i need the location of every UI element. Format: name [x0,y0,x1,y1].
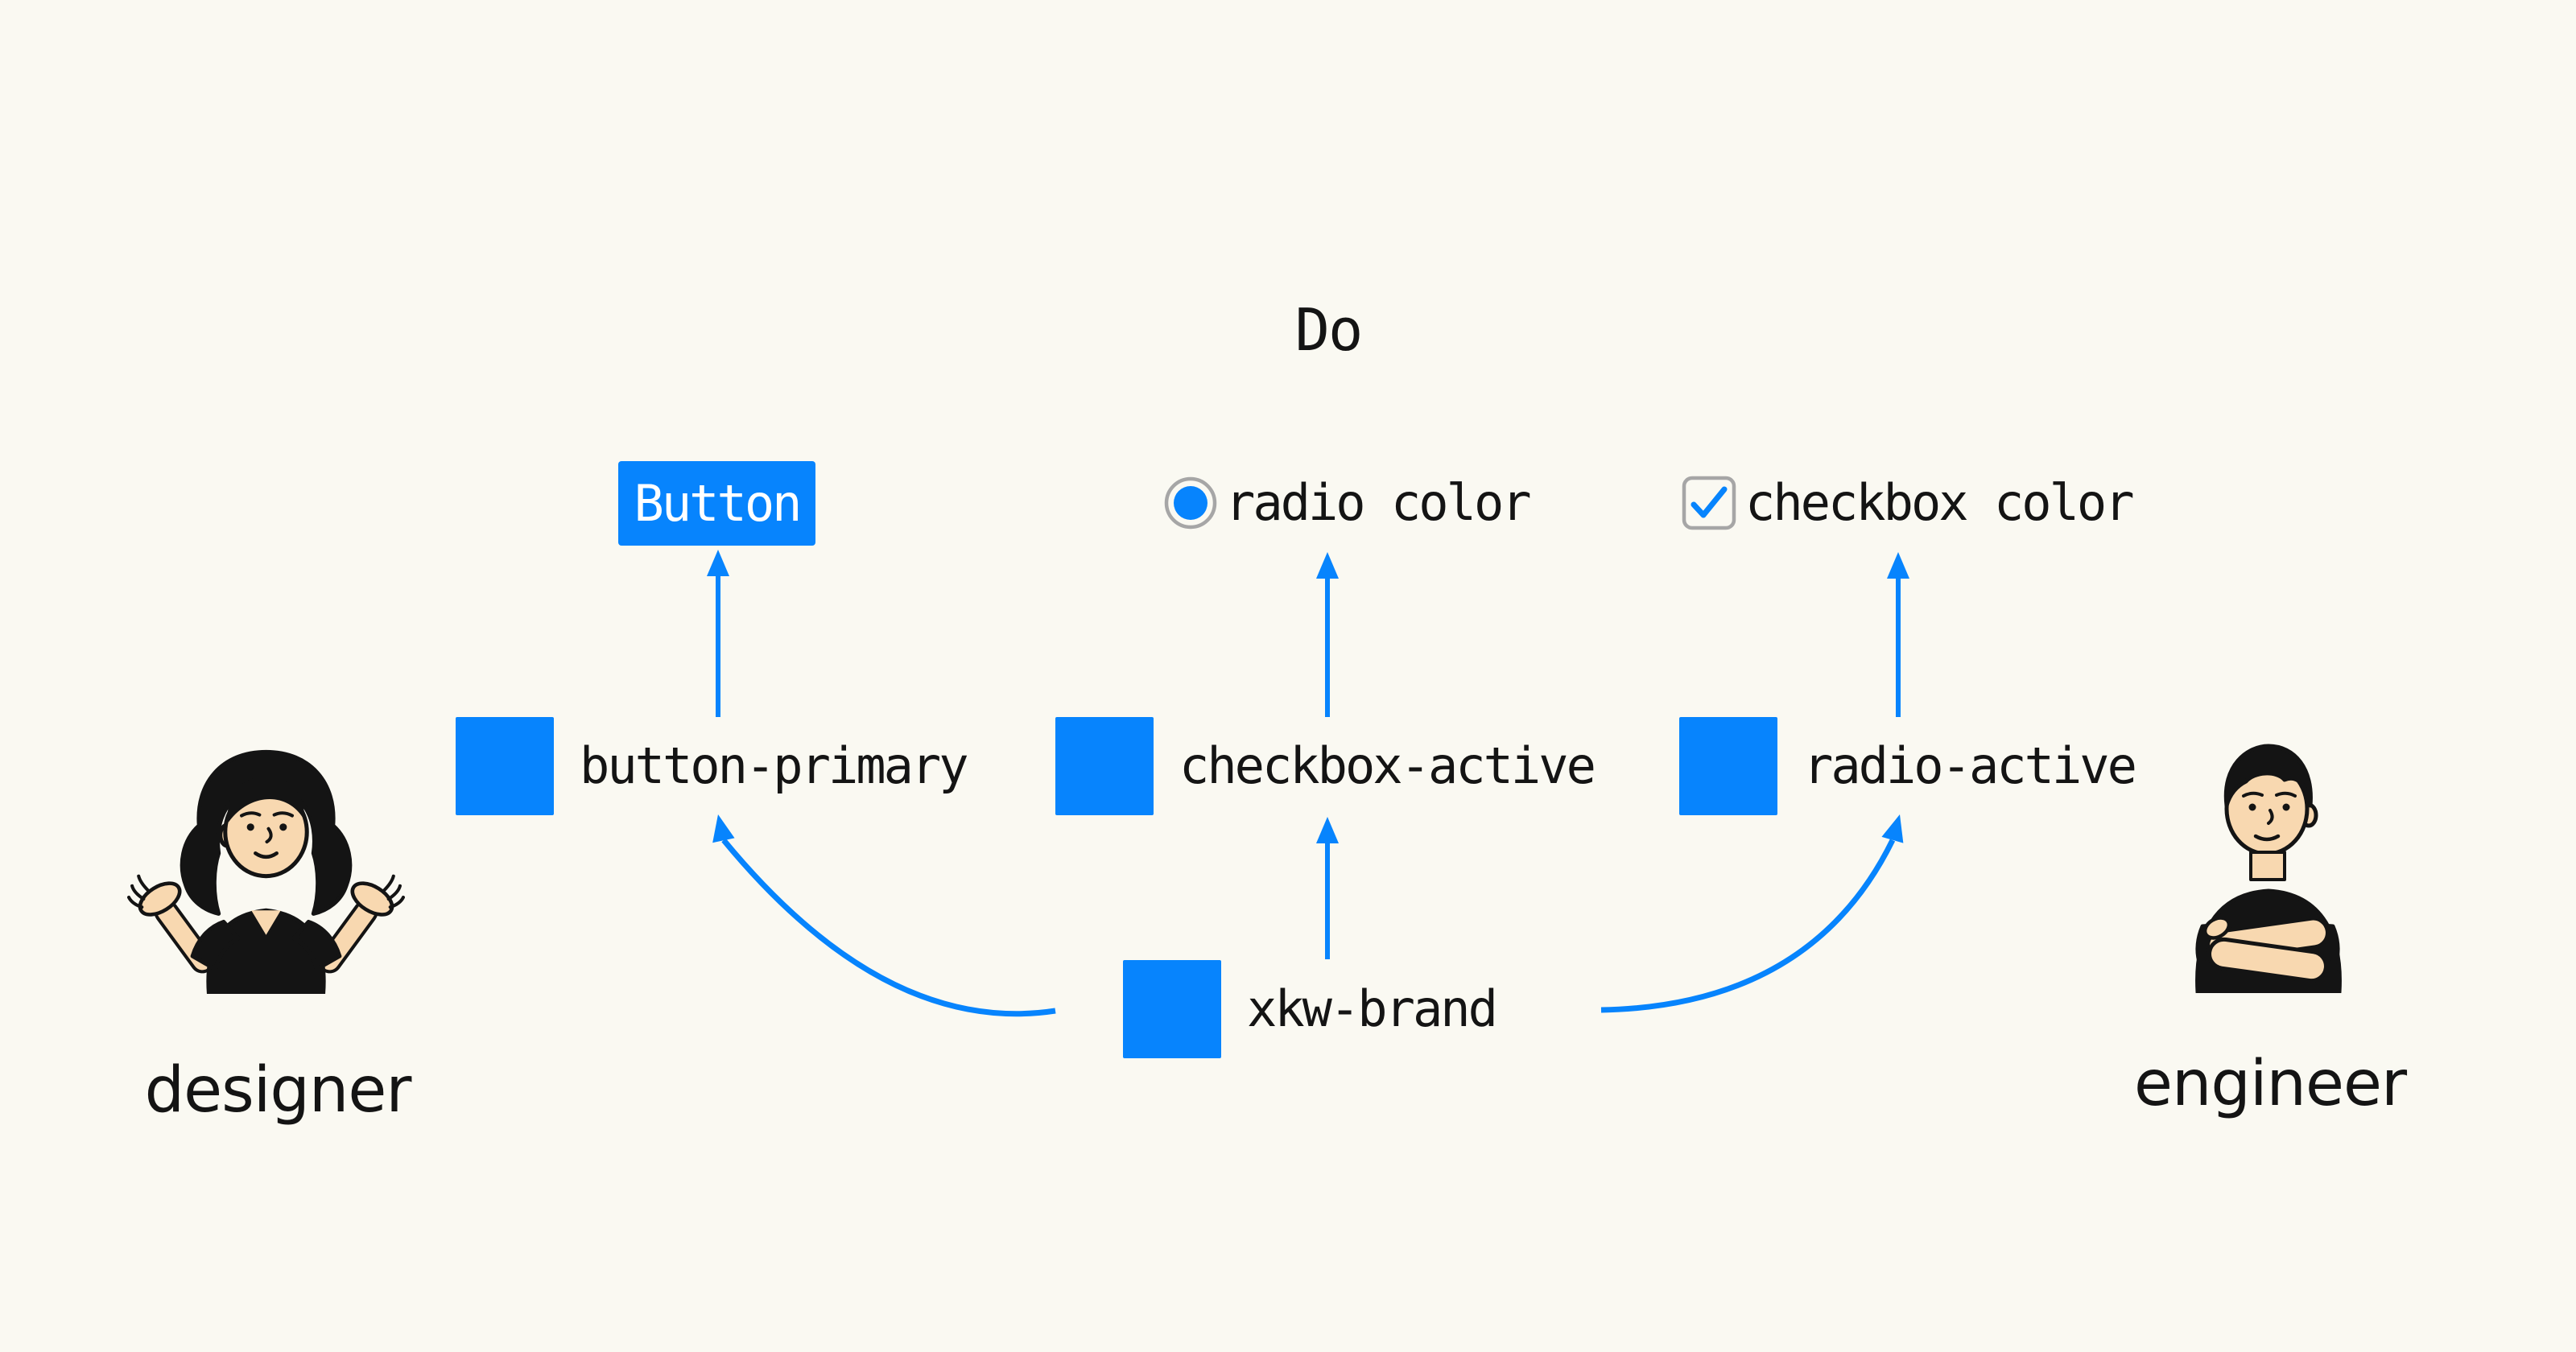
token-button-primary: button-primary [456,717,969,815]
checkbox-demo-label: checkbox color [1745,473,2135,532]
token-label-checkbox-active: checkbox-active [1179,736,1596,795]
radio-demo-label: radio color [1225,473,1532,532]
checkbox-checked-icon[interactable] [1681,475,1737,531]
token-label-radio-active: radio-active [1803,736,2137,795]
color-swatch [1055,717,1154,815]
token-radio-active: radio-active [1679,717,2137,815]
arrowhead-icon [1316,817,1339,843]
designer-label: designer [144,1054,412,1127]
arrowhead-icon [1887,552,1909,579]
arrow-brand-to-radio-active [1600,839,1896,1013]
radio-selected-icon[interactable] [1162,475,1219,531]
arrow-brand-to-button-primary [721,838,1056,1017]
engineer-label: engineer [2133,1048,2407,1120]
arrowhead-icon [1316,552,1339,579]
arrowhead-icon [712,814,735,843]
color-swatch [1123,960,1221,1058]
engineer-illustration [2195,744,2342,993]
designer-illustration [127,749,405,994]
arrowhead-icon [707,550,729,576]
token-label-button-primary: button-primary [580,736,969,795]
token-checkbox-active: checkbox-active [1055,717,1596,815]
color-swatch [456,717,554,815]
arrowhead-icon [1881,814,1904,843]
do-heading: Do [1294,296,1364,364]
checkbox-demo: checkbox color [1681,473,2135,532]
primary-button[interactable]: Button [618,461,815,546]
token-label-xkw-brand: xkw-brand [1247,979,1498,1038]
radio-demo: radio color [1162,473,1532,532]
token-xkw-brand: xkw-brand [1123,960,1498,1058]
color-swatch [1679,717,1777,815]
